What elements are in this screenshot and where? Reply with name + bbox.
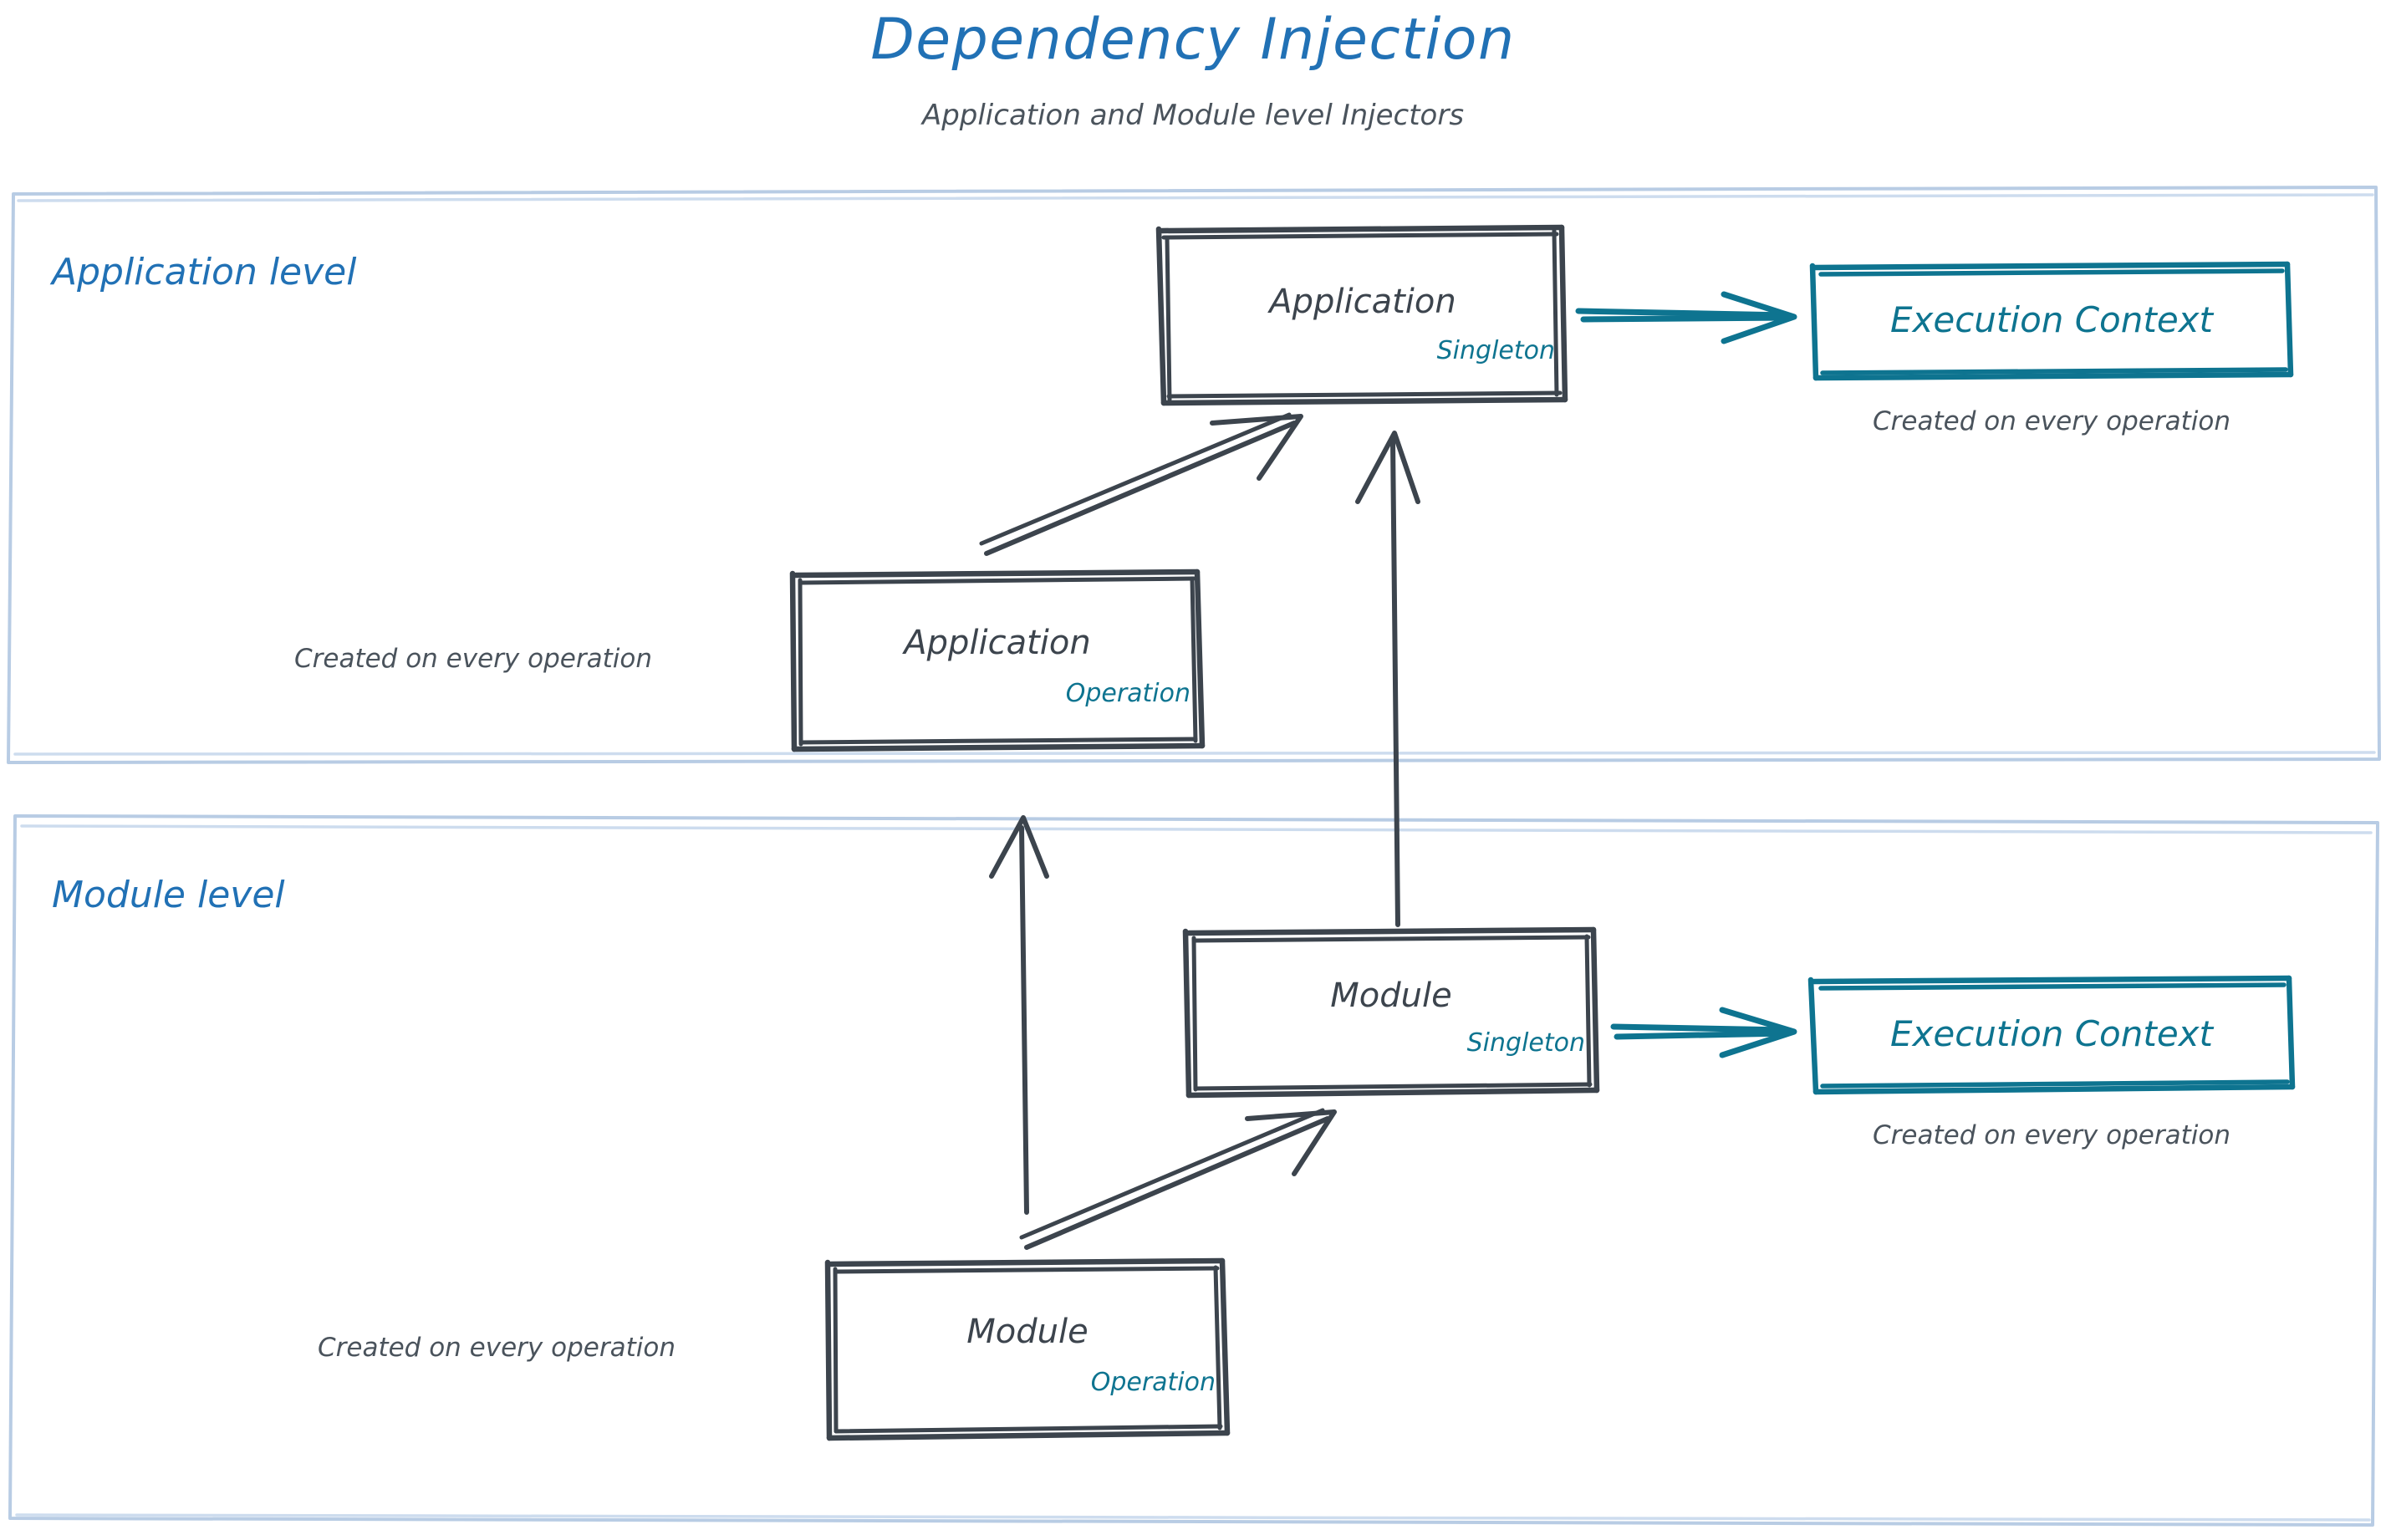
edge-module-operation-to-module-singleton xyxy=(1019,1108,1337,1250)
node-application-operation[interactable]: Application Operation xyxy=(793,572,1202,749)
node-application-singleton-title: Application xyxy=(1269,283,1456,321)
edge-module-operation-to-application-operation xyxy=(989,815,1049,1215)
edge-application-operation-to-application-singleton xyxy=(979,412,1303,556)
page-subtitle: Application and Module level Injectors xyxy=(921,99,1465,132)
node-module-singleton[interactable]: Module Singleton xyxy=(1185,930,1597,1095)
node-module-operation-scope: Operation xyxy=(1090,1368,1216,1397)
edge-application-singleton-to-execution-context xyxy=(1575,291,1797,344)
node-execution-context-application[interactable]: Execution Context xyxy=(1811,264,2292,378)
node-execution-context-module[interactable]: Execution Context xyxy=(1811,978,2292,1092)
node-module-operation-title: Module xyxy=(966,1313,1088,1351)
caption-execution-context-application: Created on every operation xyxy=(1873,406,2231,436)
node-application-singleton[interactable]: Application Singleton xyxy=(1159,227,1567,405)
zone-label-module-level: Module level xyxy=(52,874,285,916)
node-execution-context-application-title: Execution Context xyxy=(1889,299,2214,340)
caption-execution-context-module: Created on every operation xyxy=(1873,1120,2231,1150)
page-title: Dependency Injection xyxy=(870,7,1516,73)
node-application-operation-scope: Operation xyxy=(1065,679,1190,708)
node-module-operation[interactable]: Module Operation xyxy=(828,1261,1227,1438)
node-application-singleton-scope: Singleton xyxy=(1436,336,1555,365)
caption-module-operation: Created on every operation xyxy=(318,1333,676,1363)
caption-application-operation: Created on every operation xyxy=(294,644,652,674)
node-execution-context-module-title: Execution Context xyxy=(1889,1013,2214,1054)
node-module-singleton-scope: Singleton xyxy=(1466,1028,1585,1058)
zone-label-application-level: Application level xyxy=(52,251,357,293)
edge-module-singleton-to-application-singleton xyxy=(1355,431,1420,927)
node-application-operation-title: Application xyxy=(904,624,1091,662)
edge-module-singleton-to-execution-context xyxy=(1610,1007,1797,1058)
node-module-singleton-title: Module xyxy=(1330,977,1452,1015)
